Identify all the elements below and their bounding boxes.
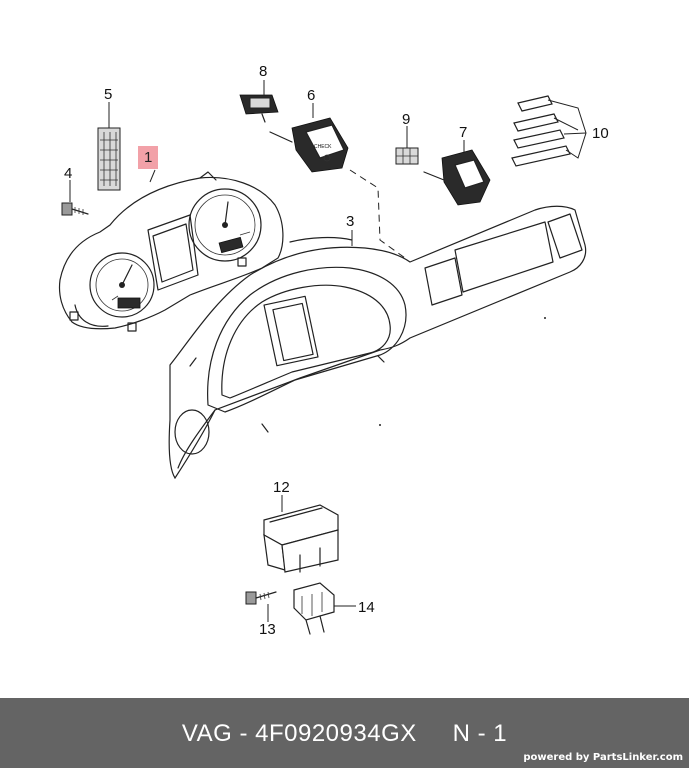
check-switch-part-6: CHECK [269, 117, 349, 173]
part-info-footer: VAG - 4F0920934GX N - 1 powered by Parts… [0, 698, 689, 768]
callout-6: 6 [307, 87, 316, 104]
callout-13: 13 [259, 621, 276, 638]
callout-7: 7 [459, 124, 468, 141]
diagram-drawing: CHECK [58, 80, 587, 635]
exploded-parts-diagram: CHECK [58, 63, 609, 638]
dashboard-trim-panel [168, 205, 587, 480]
connector-part-14 [293, 582, 335, 635]
blanking-plates-part-10 [511, 95, 571, 167]
check-button-text: CHECK [314, 144, 332, 150]
switch-part-7 [423, 149, 491, 206]
part-info-line: VAG - 4F0920934GX N - 1 [181, 720, 508, 747]
callout-9: 9 [402, 111, 411, 128]
callout-8: 8 [259, 63, 268, 80]
switch-part-8 [239, 94, 279, 123]
callout-4: 4 [64, 165, 73, 182]
connector-strip-part-5 [97, 127, 121, 191]
callout-10: 10 [592, 125, 609, 142]
brand-name: VAG [181, 720, 233, 747]
leader-lines [69, 80, 587, 622]
instrument-cluster [58, 171, 284, 332]
callout-3: 3 [346, 213, 355, 230]
connector-part-9 [395, 147, 419, 165]
diagram-position: N - 1 [452, 720, 508, 747]
screw-part-4 [61, 202, 89, 216]
screw-part-13 [245, 591, 277, 605]
callout-1: 1 [138, 146, 159, 169]
part-number: 4F0920934GX [255, 720, 417, 747]
callout-14: 14 [358, 599, 375, 616]
callout-12: 12 [273, 479, 290, 496]
control-module-part-12 [263, 504, 339, 573]
powered-by-credit: powered by PartsLinker.com [523, 752, 683, 763]
callout-5: 5 [104, 86, 113, 103]
